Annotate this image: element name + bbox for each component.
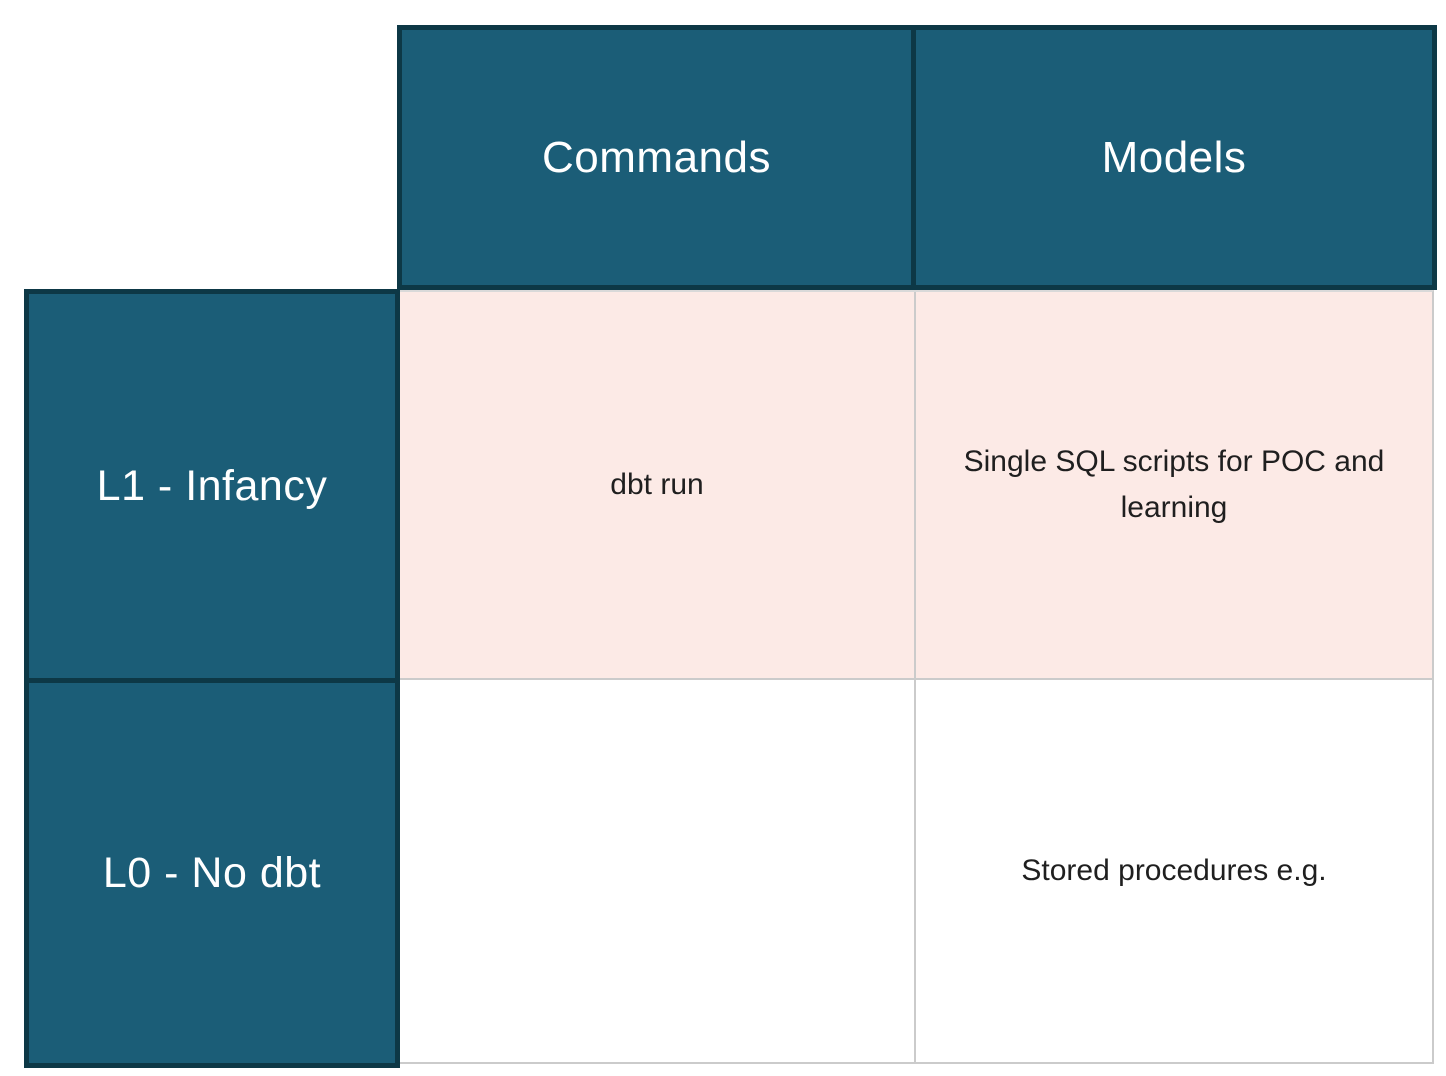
table-body: dbt run Single SQL scripts for POC and l… — [400, 290, 1434, 1064]
cell-l0-commands — [400, 680, 914, 1062]
row-header-l1-infancy: L1 - Infancy — [24, 289, 400, 683]
cell-l1-commands: dbt run — [400, 292, 914, 678]
cell-l0-models: Stored procedures e.g. — [916, 680, 1432, 1062]
row-header-l0-no-dbt: L0 - No dbt — [24, 678, 400, 1068]
cell-l1-models: Single SQL scripts for POC and learning — [916, 292, 1432, 678]
column-header-models: Models — [911, 25, 1437, 290]
column-header-commands: Commands — [397, 25, 916, 290]
